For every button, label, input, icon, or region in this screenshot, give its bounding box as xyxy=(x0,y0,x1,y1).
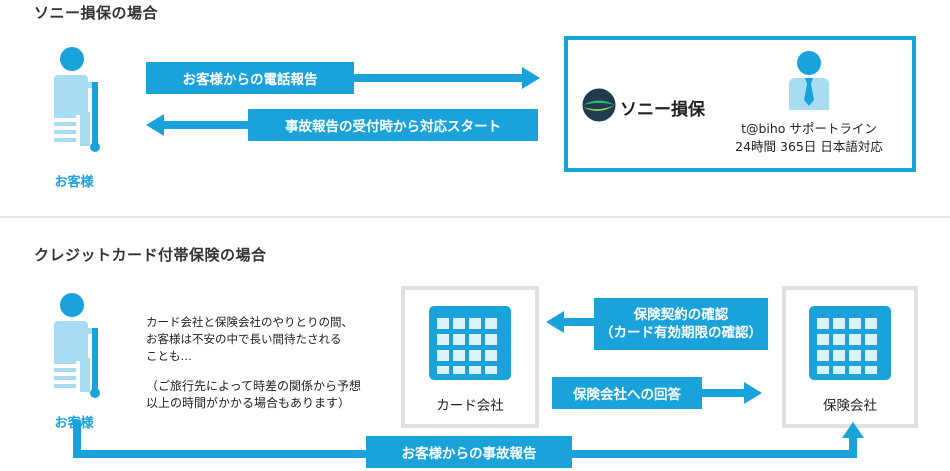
company-name: ソニー損保 xyxy=(620,100,705,120)
arrow-shaft xyxy=(162,121,248,129)
accident-report-label: お客様からの事故報告 xyxy=(366,436,572,468)
injured-person-icon xyxy=(54,47,100,152)
support-hours: 24時間 365日 日本語対応 xyxy=(735,139,883,154)
note-line: （ご旅行先によって時差の関係から予想 xyxy=(146,379,362,393)
note-line: カード会社と保険会社のやりとりの間、 xyxy=(146,315,353,329)
arrow-head-right xyxy=(744,382,762,404)
card-company-box: カード会社 xyxy=(401,286,539,428)
contract-confirm-label: 保険契約の確認 （カード有効期限の確認） xyxy=(594,298,768,350)
customer-label: お客様 xyxy=(54,175,94,190)
insurance-company-label: 保険会社 xyxy=(823,398,877,414)
building-icon xyxy=(809,306,891,380)
confirm-line: （カード有効期限の確認） xyxy=(600,325,762,341)
response-start-label: 事故報告の受付時から対応スタート xyxy=(248,109,538,141)
arrow-head-up xyxy=(842,422,864,438)
confirm-line: 保険契約の確認 xyxy=(633,307,729,323)
support-agent-icon xyxy=(789,51,829,110)
route-line xyxy=(73,420,81,458)
sony-logo-icon xyxy=(582,88,616,122)
arrow-shaft xyxy=(702,389,746,397)
arrow-head-left xyxy=(546,311,564,333)
section-divider xyxy=(0,216,950,218)
insurance-company-box: 保険会社 xyxy=(782,286,918,428)
note-line: お客様は不安の中で長い間待たされる xyxy=(146,332,342,346)
reply-label: 保険会社への回答 xyxy=(552,377,702,409)
injured-person-icon xyxy=(54,293,100,398)
building-icon xyxy=(429,306,511,380)
sony-support-box: ソニー損保 t@biho サポートライン 24時間 365日 日本語対応 xyxy=(564,36,916,172)
card-company-label: カード会社 xyxy=(436,398,504,414)
route-line xyxy=(849,436,857,458)
note-line: 以上の時間がかかる場合もあります） xyxy=(146,396,351,410)
section1-title: ソニー損保の場合 xyxy=(34,4,159,22)
arrow-shaft xyxy=(562,318,596,326)
arrow-shaft xyxy=(354,74,524,82)
phone-report-label: お客様からの電話報告 xyxy=(146,62,354,94)
arrow-head-right xyxy=(522,67,540,89)
note-line: ことも… xyxy=(146,349,192,363)
section2-title: クレジットカード付帯保険の場合 xyxy=(34,246,267,264)
support-line: t@biho サポートライン xyxy=(741,121,877,136)
arrow-head-left xyxy=(146,114,164,136)
